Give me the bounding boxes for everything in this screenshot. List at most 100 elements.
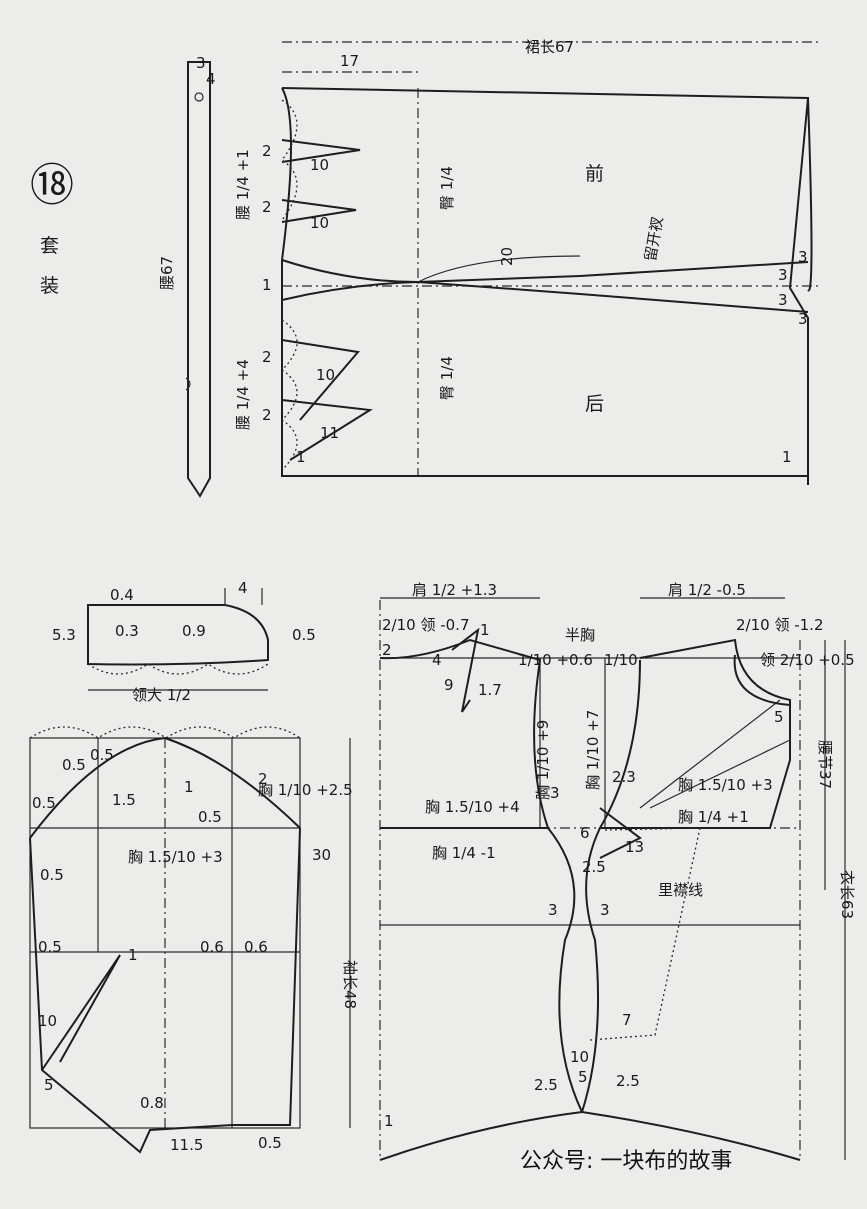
waistband-length: 腰67 (158, 256, 176, 290)
collar-b: 0.9 (182, 622, 206, 640)
jacket-n9: 2.3 (612, 768, 636, 786)
sleeve-n5: 1 (184, 778, 194, 796)
skirt-misc-4: 3 (778, 266, 788, 284)
sleeve-cap: 30 (312, 846, 331, 864)
sleeve-chest: 胸 1.5/10 +3 (128, 848, 223, 866)
jacket-n4: 9 (444, 676, 454, 694)
skirt-dart-8: 11 (320, 424, 339, 442)
skirt-front-label: 前 (585, 163, 604, 185)
jacket-n6: 3 (550, 784, 560, 802)
panel-number: ⑱ (30, 160, 74, 211)
watermark: 公众号: 一块布的故事 (520, 1149, 732, 1174)
jacket-n14: 7 (622, 1011, 632, 1029)
jacket-front-shoulder: 肩 1/2 -0.5 (668, 581, 746, 599)
skirt-vent-label: 留开衩 (641, 215, 667, 262)
jacket-n16: 5 (578, 1068, 588, 1086)
jacket-back-shoulder: 肩 1/2 +1.3 (412, 581, 497, 599)
sleeve-n17: 0.5 (258, 1134, 282, 1152)
jacket-n13: 3 (600, 901, 610, 919)
skirt-misc-6: 3 (778, 291, 788, 309)
jacket-front-neck-depth: 领 2/10 +0.5 (760, 651, 855, 669)
skirt-misc-3: 1 (296, 448, 306, 466)
sleeve-n12: 0.6 (244, 938, 268, 956)
jacket-back-side: 胸 1/4 -1 (432, 844, 496, 862)
jacket-lining-line: 里襟线 (658, 881, 703, 899)
panel-title-1: 套 (40, 235, 59, 257)
skirt-misc-1: 20 (498, 247, 516, 266)
jacket-n5: 1.7 (478, 681, 502, 699)
skirt-dart-1: 2 (262, 142, 272, 160)
sleeve-pattern: 袖长48 30 胸 1.5/10 +3 胸 1/10 +2.5 0.5 0.5 … (29, 726, 359, 1154)
skirt-misc-7: 3 (798, 310, 808, 328)
skirt-top-offset: 17 (340, 52, 359, 70)
jacket-n11: 5 (774, 708, 784, 726)
skirt-front-waist: 腰 1/4 +1 (234, 149, 252, 220)
sleeve-n2: 0.5 (90, 746, 114, 764)
jacket-n19: 1 (384, 1112, 394, 1130)
waistband-small-b: 4 (206, 70, 216, 88)
jacket-n1: 2 (382, 641, 392, 659)
jacket-half-chest: 半胸 (565, 626, 595, 644)
skirt-dart-6: 10 (316, 366, 335, 384)
jacket-n8: 13 (625, 838, 644, 856)
sleeve-n14: 5 (44, 1076, 54, 1094)
sleeve-n1: 0.5 (62, 756, 86, 774)
jacket-front-side: 胸 1/4 +1 (678, 808, 749, 826)
jacket-front-width: 胸 1/10 +7 (584, 710, 602, 790)
skirt-dart-7: 2 (262, 406, 272, 424)
jacket-n10: 2.5 (582, 858, 606, 876)
skirt-dart-2: 10 (310, 156, 329, 174)
jacket-front-chest: 胸 1.5/10 +3 (678, 776, 773, 794)
skirt-length-label: 裙长67 (525, 38, 574, 56)
sleeve-n11: 0.6 (200, 938, 224, 956)
skirt-front-hip: 臀 1/4 (438, 166, 456, 210)
collar-tip: 0.5 (292, 626, 316, 644)
jacket-front-armhole: 1/10 (604, 651, 638, 669)
skirt-dart-4: 10 (310, 214, 329, 232)
collar-width: 4 (238, 579, 248, 597)
skirt-dart-3: 2 (262, 198, 272, 216)
skirt-misc-8: 1 (782, 448, 792, 466)
collar-pattern: 0.4 4 5.3 0.3 0.9 0.5 领大 1/2 (52, 579, 316, 704)
jacket-n18: 2.5 (616, 1072, 640, 1090)
sleeve-n16: 11.5 (170, 1136, 203, 1154)
jacket-n7: 6 (580, 824, 590, 842)
jacket-body-length: 衣长63 (838, 870, 856, 919)
sleeve-n15: 0.8 (140, 1094, 164, 1112)
jacket-waist-length: 腰节37 (816, 740, 834, 789)
skirt-back-hip: 臀 1/4 (438, 356, 456, 400)
jacket-back-width: 胸 1/10 +9 (534, 720, 552, 800)
jacket-back-armhole: 1/10 +0.6 (518, 651, 593, 669)
collar-bottom: 领大 1/2 (132, 686, 191, 704)
jacket-front-neck: 2/10 领 -1.2 (736, 616, 824, 634)
jacket-back-neck: 2/10 领 -0.7 (382, 616, 470, 634)
sleeve-length: 袖长48 (341, 960, 359, 1009)
waistband-small-a: 3 (196, 54, 206, 72)
sleeve-n9: 0.5 (38, 938, 62, 956)
sleeve-n4: 1.5 (112, 791, 136, 809)
collar-height: 5.3 (52, 626, 76, 644)
jacket-n17: 2.5 (534, 1076, 558, 1094)
jacket-n3: 1 (480, 621, 490, 639)
sleeve-n3: 0.5 (32, 794, 56, 812)
skirt-pattern: 裙长67 17 3 4 腰67 2 10 2 10 2 10 2 (158, 38, 820, 498)
sleeve-n6: 2 (258, 770, 268, 788)
sleeve-n13: 10 (38, 1012, 57, 1030)
sleeve-n7: 0.5 (198, 808, 222, 826)
jacket-pattern: 肩 1/2 +1.3 肩 1/2 -0.5 2/10 领 -0.7 2/10 领… (379, 581, 856, 1161)
jacket-n15: 10 (570, 1048, 589, 1066)
jacket-n2: 4 (432, 651, 442, 669)
collar-a: 0.3 (115, 622, 139, 640)
sleeve-n10: 1 (128, 946, 138, 964)
collar-top: 0.4 (110, 586, 134, 604)
jacket-n12: 3 (548, 901, 558, 919)
sleeve-front-formula: 胸 1/10 +2.5 (258, 781, 353, 799)
skirt-dart-5: 2 (262, 348, 272, 366)
panel-title-2: 装 (40, 275, 59, 297)
jacket-back-chest: 胸 1.5/10 +4 (425, 798, 520, 816)
skirt-misc-2: 1 (262, 276, 272, 294)
skirt-back-label: 后 (585, 393, 604, 415)
sleeve-n8: 0.5 (40, 866, 64, 884)
skirt-misc-5: 3 (798, 248, 808, 266)
